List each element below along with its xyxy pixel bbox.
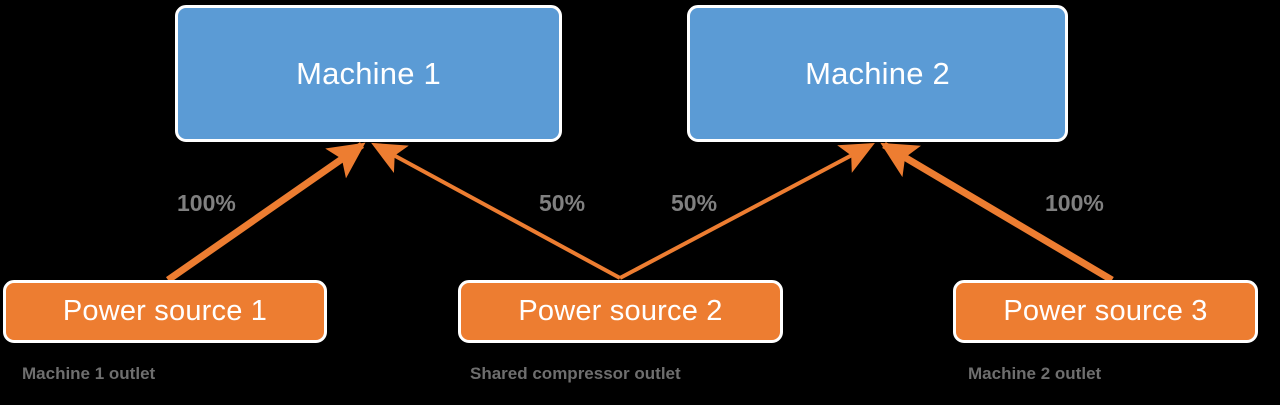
node-power-source-2-label: Power source 2	[518, 295, 723, 327]
node-power-source-1[interactable]: Power source 1	[3, 280, 327, 343]
edge-label-ps2-m1: 50%	[539, 190, 586, 216]
edge-power-source-2-to-machine-1	[371, 142, 621, 280]
node-power-source-3[interactable]: Power source 3	[953, 280, 1258, 343]
edge-power-source-2-to-machine-2	[619, 142, 875, 280]
caption-power-source-3: Machine 2 outlet	[968, 364, 1102, 383]
node-machine-1-label: Machine 1	[296, 55, 441, 91]
node-machine-1[interactable]: Machine 1	[175, 5, 562, 142]
caption-power-source-1: Machine 1 outlet	[22, 364, 156, 383]
node-machine-2[interactable]: Machine 2	[687, 5, 1068, 142]
node-power-source-1-label: Power source 1	[62, 295, 268, 327]
edge-label-ps1-m1: 100%	[177, 190, 236, 216]
node-power-source-3-label: Power source 3	[1003, 295, 1208, 327]
edge-label-ps2-m2: 50%	[671, 190, 718, 216]
caption-power-source-2: Shared compressor outlet	[470, 364, 681, 383]
edge-power-source-3-to-machine-2	[880, 141, 1114, 284]
node-machine-2-label: Machine 2	[805, 55, 950, 91]
edge-power-source-1-to-machine-1	[166, 142, 366, 283]
edge-label-ps3-m2: 100%	[1045, 190, 1104, 216]
node-power-source-2[interactable]: Power source 2	[458, 280, 783, 343]
